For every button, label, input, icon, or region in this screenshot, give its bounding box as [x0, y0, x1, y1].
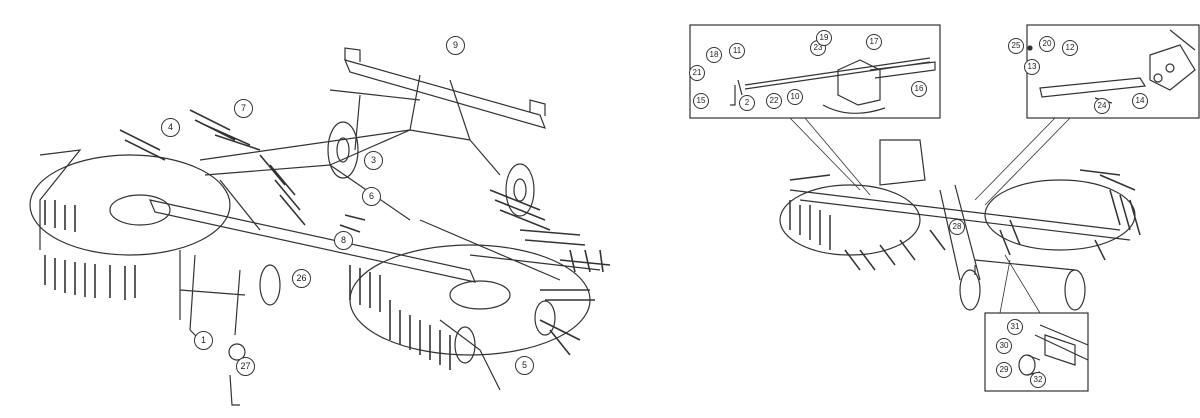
callout-31: 31 — [1007, 319, 1023, 335]
callout-28: 28 — [949, 219, 965, 235]
callout-11: 11 — [729, 43, 745, 59]
callout-9: 9 — [446, 36, 465, 55]
callout-32: 32 — [1030, 372, 1046, 388]
callout-12: 12 — [1062, 40, 1078, 56]
callout-15: 15 — [693, 93, 709, 109]
callout-20: 20 — [1039, 36, 1055, 52]
wheel-inset-frame — [984, 312, 1089, 392]
detail-view-drawing — [689, 24, 1200, 392]
callout-27: 27 — [236, 357, 255, 376]
callout-21: 21 — [689, 65, 705, 81]
callout-6: 6 — [362, 187, 381, 206]
callout-18: 18 — [706, 47, 722, 63]
callout-4: 4 — [161, 118, 180, 137]
callout-5: 5 — [515, 356, 534, 375]
callout-7: 7 — [234, 99, 253, 118]
callout-17: 17 — [866, 34, 882, 50]
callout-2: 2 — [739, 95, 755, 111]
callout-30: 30 — [996, 338, 1012, 354]
callout-14: 14 — [1132, 93, 1148, 109]
callout-1: 1 — [194, 331, 213, 350]
main-view-drawing — [29, 47, 611, 406]
callout-25: 25 — [1008, 38, 1024, 54]
callout-13: 13 — [1024, 59, 1040, 75]
callout-16: 16 — [911, 81, 927, 97]
callout-8: 8 — [334, 231, 353, 250]
callout-29: 29 — [996, 362, 1012, 378]
callout-10: 10 — [787, 89, 803, 105]
callout-26: 26 — [292, 269, 311, 288]
callout-19: 19 — [816, 30, 832, 46]
callout-24: 24 — [1094, 98, 1110, 114]
drive-inset-frame — [689, 24, 941, 119]
callout-3: 3 — [364, 151, 383, 170]
callout-22: 22 — [766, 93, 782, 109]
